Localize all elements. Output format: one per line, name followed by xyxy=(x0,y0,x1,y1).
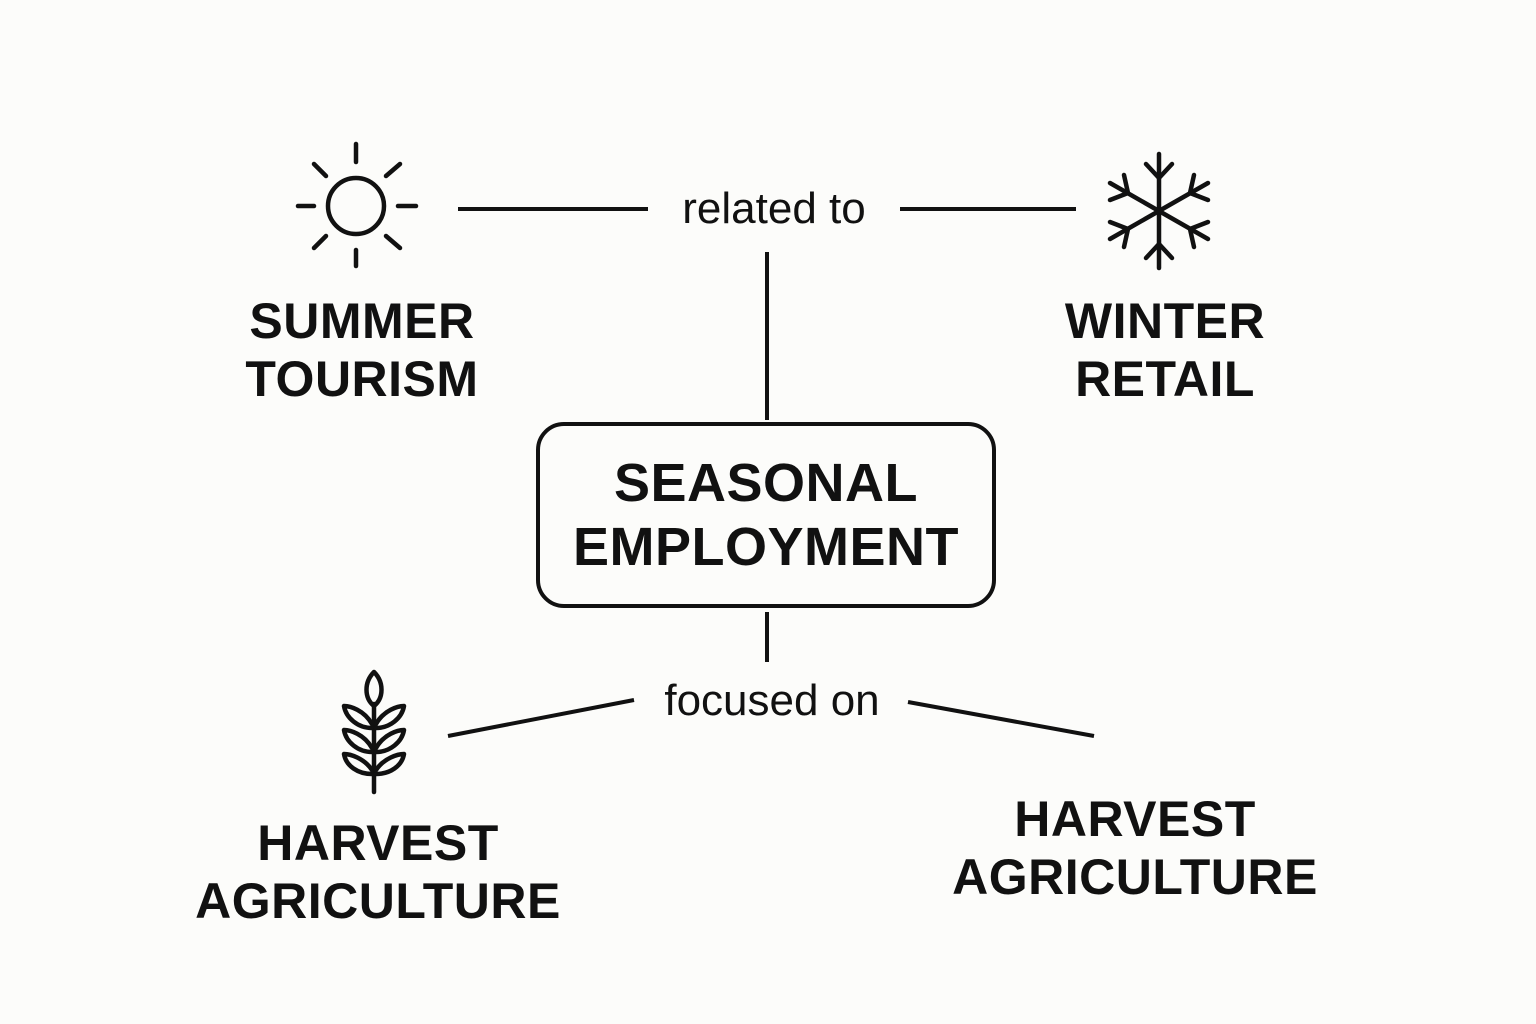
center-node-box: SEASONAL EMPLOYMENT xyxy=(536,422,996,608)
connector-focused-to-harvest-left xyxy=(447,698,635,738)
node-harvest-right-line1: HARVEST xyxy=(1014,791,1256,847)
node-harvest-right-line2: AGRICULTURE xyxy=(952,849,1318,905)
center-line2: EMPLOYMENT xyxy=(572,517,959,577)
node-summer-line1: SUMMER xyxy=(249,293,475,349)
wheat-icon xyxy=(341,669,407,795)
connector-focused-to-harvest-right xyxy=(907,700,1095,738)
edge-label-related-to: related to xyxy=(682,184,866,233)
node-harvest-agriculture-right: HARVEST AGRICULTURE xyxy=(930,790,1340,906)
snowflake-icon xyxy=(1107,151,1211,271)
center-node-label: SEASONAL EMPLOYMENT xyxy=(573,451,959,579)
node-harvest-left-line2: AGRICULTURE xyxy=(195,873,561,929)
node-harvest-left-line1: HARVEST xyxy=(257,815,499,871)
center-line1: SEASONAL xyxy=(613,453,919,513)
node-winter-line2: RETAIL xyxy=(1075,351,1255,407)
node-summer-tourism: SUMMER TOURISM xyxy=(202,292,522,408)
node-summer-line2: TOURISM xyxy=(245,351,479,407)
edge-label-focused-on: focused on xyxy=(664,676,880,725)
node-harvest-agriculture-left: HARVEST AGRICULTURE xyxy=(178,814,578,930)
node-winter-line1: WINTER xyxy=(1064,293,1266,349)
node-winter-retail: WINTER RETAIL xyxy=(1010,292,1320,408)
sun-icon xyxy=(295,141,419,269)
